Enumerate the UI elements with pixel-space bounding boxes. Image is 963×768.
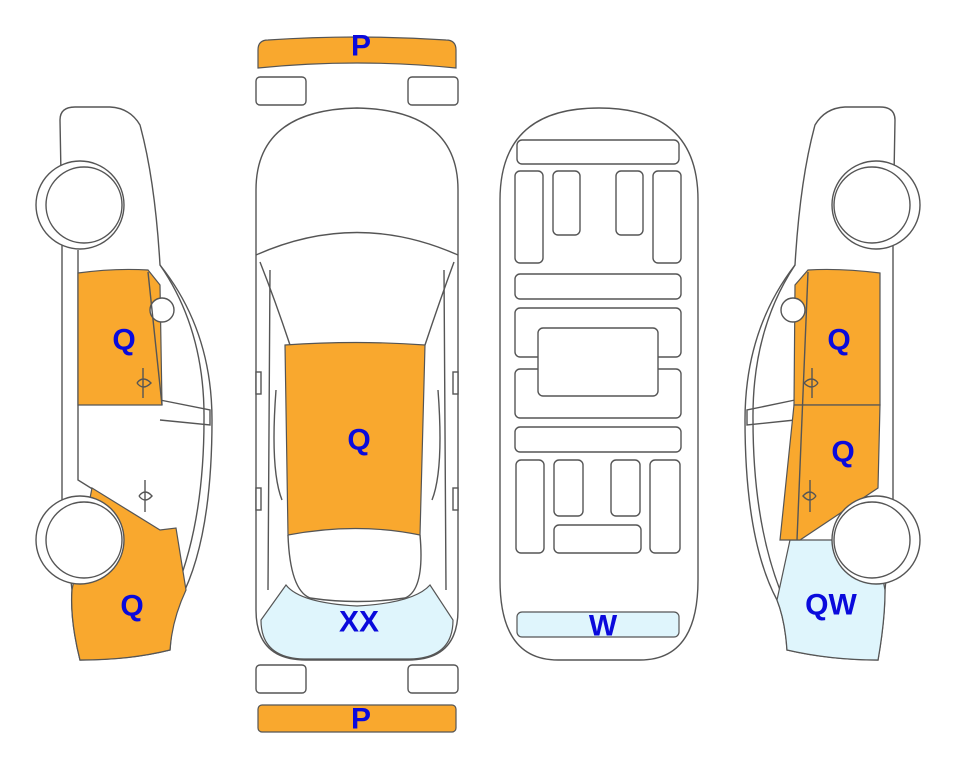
front-bumper-panel[interactable] (257, 36, 457, 69)
right-rear-quarter-panel[interactable] (776, 487, 886, 661)
front-left-light (255, 76, 307, 106)
left-rear-quarter-label: Q (120, 590, 143, 623)
right-front-door-panel[interactable] (793, 268, 881, 406)
rear-window-label: XX (339, 606, 379, 639)
left-front-door-panel[interactable] (77, 268, 163, 406)
rear-bumper-label: P (351, 703, 371, 736)
rear-bumper-panel[interactable] (257, 704, 457, 733)
right-rear-door-panel[interactable] (779, 404, 881, 541)
front-bumper[interactable]: P (257, 30, 457, 69)
right-side-view: Q Q QW (744, 106, 921, 661)
underbody-view: W (499, 107, 699, 661)
rear-bumper[interactable]: P (257, 703, 457, 736)
front-right-light (407, 76, 459, 106)
rear-window-panel[interactable] (260, 583, 454, 660)
rear-underbody-label: W (589, 610, 618, 643)
left-front-door-label: Q (112, 324, 135, 357)
right-rear-quarter-label: QW (805, 589, 857, 622)
rear-right-light (407, 664, 459, 694)
rear-left-light (255, 664, 307, 694)
left-side-view: Q Q (35, 106, 213, 661)
roof-label: Q (347, 424, 370, 457)
top-view: Q XX (255, 107, 459, 661)
rear-underbody-panel[interactable] (516, 611, 680, 638)
right-front-door-label: Q (827, 324, 850, 357)
right-rear-door-label: Q (831, 436, 854, 469)
roof-panel[interactable] (284, 341, 426, 536)
front-bumper-label: P (351, 30, 371, 63)
